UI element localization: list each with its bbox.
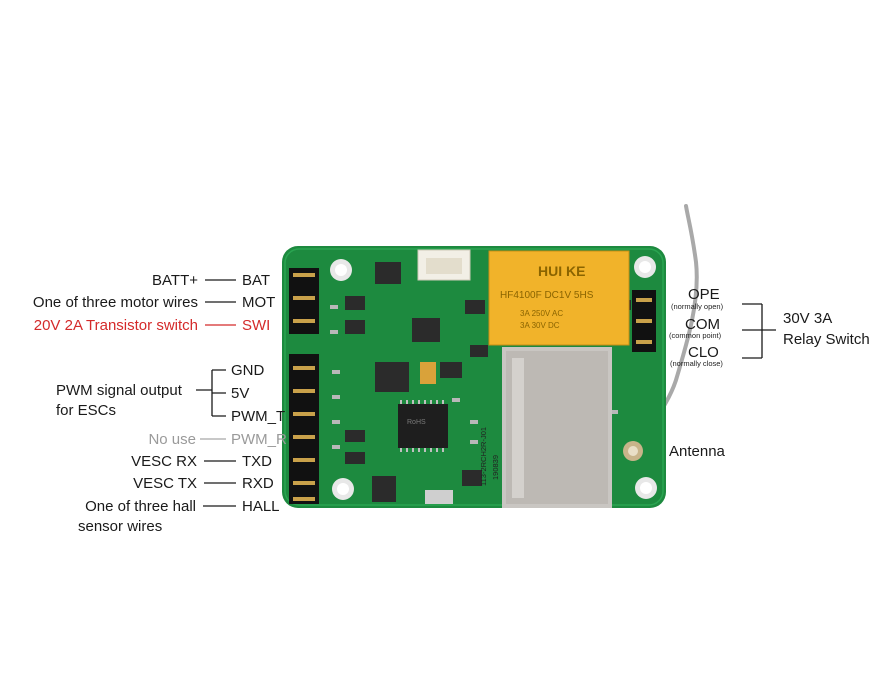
- mounting-hole-icon: [634, 256, 656, 278]
- pin-label-rxd: RXD: [242, 475, 274, 492]
- pin-desc-pwm-r: No use: [148, 431, 196, 448]
- chip-marking: RoHS: [407, 419, 426, 426]
- rf-shield: [502, 347, 612, 508]
- board-part-number: 113-2RCH2R-J01: [479, 427, 488, 486]
- mounting-hole-icon: [332, 478, 354, 500]
- relay-pin-ope: OPE: [688, 286, 720, 303]
- relay-note-clo: (normally close): [670, 359, 723, 368]
- pin-label-pwm-t: PWM_T: [231, 408, 285, 425]
- pin-desc-hall: One of three hall: [85, 498, 196, 515]
- relay-brand: HUI KE: [538, 263, 585, 279]
- relay-pin-com: COM: [685, 316, 720, 333]
- main-chip: [398, 404, 448, 448]
- antenna-label: Antenna: [669, 443, 726, 460]
- pin-desc-hall-line2: sensor wires: [78, 518, 162, 535]
- pin-desc-mot: One of three motor wires: [33, 294, 198, 311]
- relay-rating-dc: 3A 30V DC: [520, 321, 560, 330]
- pin-desc-swi: 20V 2A Transistor switch: [34, 317, 198, 334]
- relay-note-ope: (normally open): [671, 302, 724, 311]
- pin-desc-rxd: VESC TX: [133, 475, 197, 492]
- relay-pin-clo: CLO: [688, 344, 719, 361]
- signal-header: [289, 354, 319, 504]
- relay-note-com: (common point): [669, 331, 722, 340]
- pcb-board: RoHS 113-2RCH2R-J01 190839 HUI KE HF4100…: [282, 246, 666, 508]
- pin-desc-txd: VESC RX: [131, 453, 197, 470]
- relay: HUI KE HF4100F DC1V 5HS 3A 250V AC 3A 30…: [488, 250, 630, 346]
- pin-label-txd: TXD: [242, 453, 272, 470]
- pin-label-pwm-r: PWM_R: [231, 431, 287, 448]
- pin-label-gnd: GND: [231, 362, 265, 379]
- pin-label-swi: SWI: [242, 317, 270, 334]
- pin-label-bat: BAT: [242, 272, 270, 289]
- pin-label-mot: MOT: [242, 294, 275, 311]
- power-header: [289, 268, 319, 334]
- mounting-hole-icon: [635, 477, 657, 499]
- relay-label-line1: 30V 3A: [783, 310, 832, 327]
- relay-label-line2: Relay Switch: [783, 331, 870, 348]
- pwm-group-line2: for ESCs: [56, 402, 116, 419]
- pin-label-hall: HALL: [242, 498, 280, 515]
- relay-model: HF4100F DC1V 5HS: [500, 290, 594, 301]
- mounting-hole-icon: [330, 259, 352, 281]
- pwm-group-line1: PWM signal output: [56, 382, 183, 399]
- relay-rating-ac: 3A 250V AC: [520, 309, 563, 318]
- pin-label-5v: 5V: [231, 385, 249, 402]
- board-date-code: 190839: [491, 455, 500, 480]
- antenna-connector-icon: [623, 441, 643, 461]
- pin-desc-bat: BATT+: [152, 272, 198, 289]
